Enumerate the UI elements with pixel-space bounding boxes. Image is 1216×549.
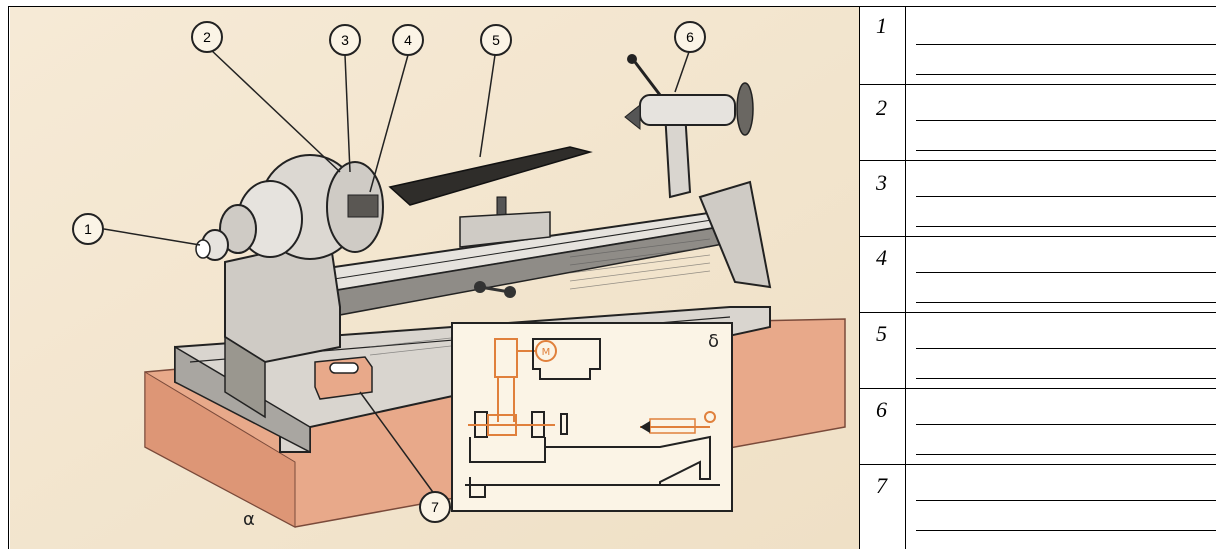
row-separator	[859, 464, 1216, 465]
answer-line[interactable]	[916, 500, 1216, 501]
answer-number-2: 2	[876, 95, 887, 120]
table-divider-figure	[859, 6, 860, 549]
answer-number-5: 5	[876, 321, 887, 346]
answer-line[interactable]	[916, 74, 1216, 75]
callout-1: 1	[72, 213, 104, 245]
lathe-illustration: M	[10, 7, 859, 549]
row-separator	[859, 388, 1216, 389]
callout-1-label: 1	[84, 221, 92, 237]
callout-7-label: 7	[431, 499, 439, 515]
callout-3: 3	[329, 24, 361, 56]
answer-number-4: 4	[876, 245, 887, 270]
view-label-main: α	[243, 509, 255, 530]
answer-line[interactable]	[916, 120, 1216, 121]
table-divider-number	[905, 6, 906, 549]
table-border-top	[8, 6, 1216, 7]
callout-6: 6	[674, 21, 706, 53]
callout-2-label: 2	[203, 29, 211, 45]
motor-label: M	[542, 347, 551, 358]
answer-line[interactable]	[916, 150, 1216, 151]
answer-line[interactable]	[916, 196, 1216, 197]
answer-number-6: 6	[876, 397, 887, 422]
callout-3-label: 3	[341, 32, 349, 48]
answer-line[interactable]	[916, 226, 1216, 227]
lathe-figure: M	[10, 7, 859, 549]
answer-line[interactable]	[916, 424, 1216, 425]
row-separator	[859, 160, 1216, 161]
answer-number-1: 1	[876, 13, 887, 38]
callout-markers: 1 2 3 4 5 6 7	[72, 21, 706, 523]
callout-7: 7	[419, 491, 451, 523]
callout-6-label: 6	[686, 29, 694, 45]
callout-4: 4	[392, 24, 424, 56]
answer-line[interactable]	[916, 272, 1216, 273]
callout-2: 2	[191, 21, 223, 53]
row-separator	[859, 312, 1216, 313]
answer-line[interactable]	[916, 454, 1216, 455]
answer-line[interactable]	[916, 348, 1216, 349]
row-separator	[859, 236, 1216, 237]
answer-number-7: 7	[876, 473, 887, 498]
answer-line[interactable]	[916, 302, 1216, 303]
callout-4-label: 4	[404, 32, 412, 48]
table-border-left	[8, 6, 9, 549]
answer-line[interactable]	[916, 530, 1216, 531]
view-label-schematic: δ	[708, 331, 719, 352]
row-separator	[859, 84, 1216, 85]
callout-5-label: 5	[492, 32, 500, 48]
callout-5: 5	[480, 24, 512, 56]
answer-line[interactable]	[916, 44, 1216, 45]
schematic-inset: M	[451, 322, 733, 512]
answer-line[interactable]	[916, 378, 1216, 379]
answer-number-3: 3	[876, 170, 887, 195]
